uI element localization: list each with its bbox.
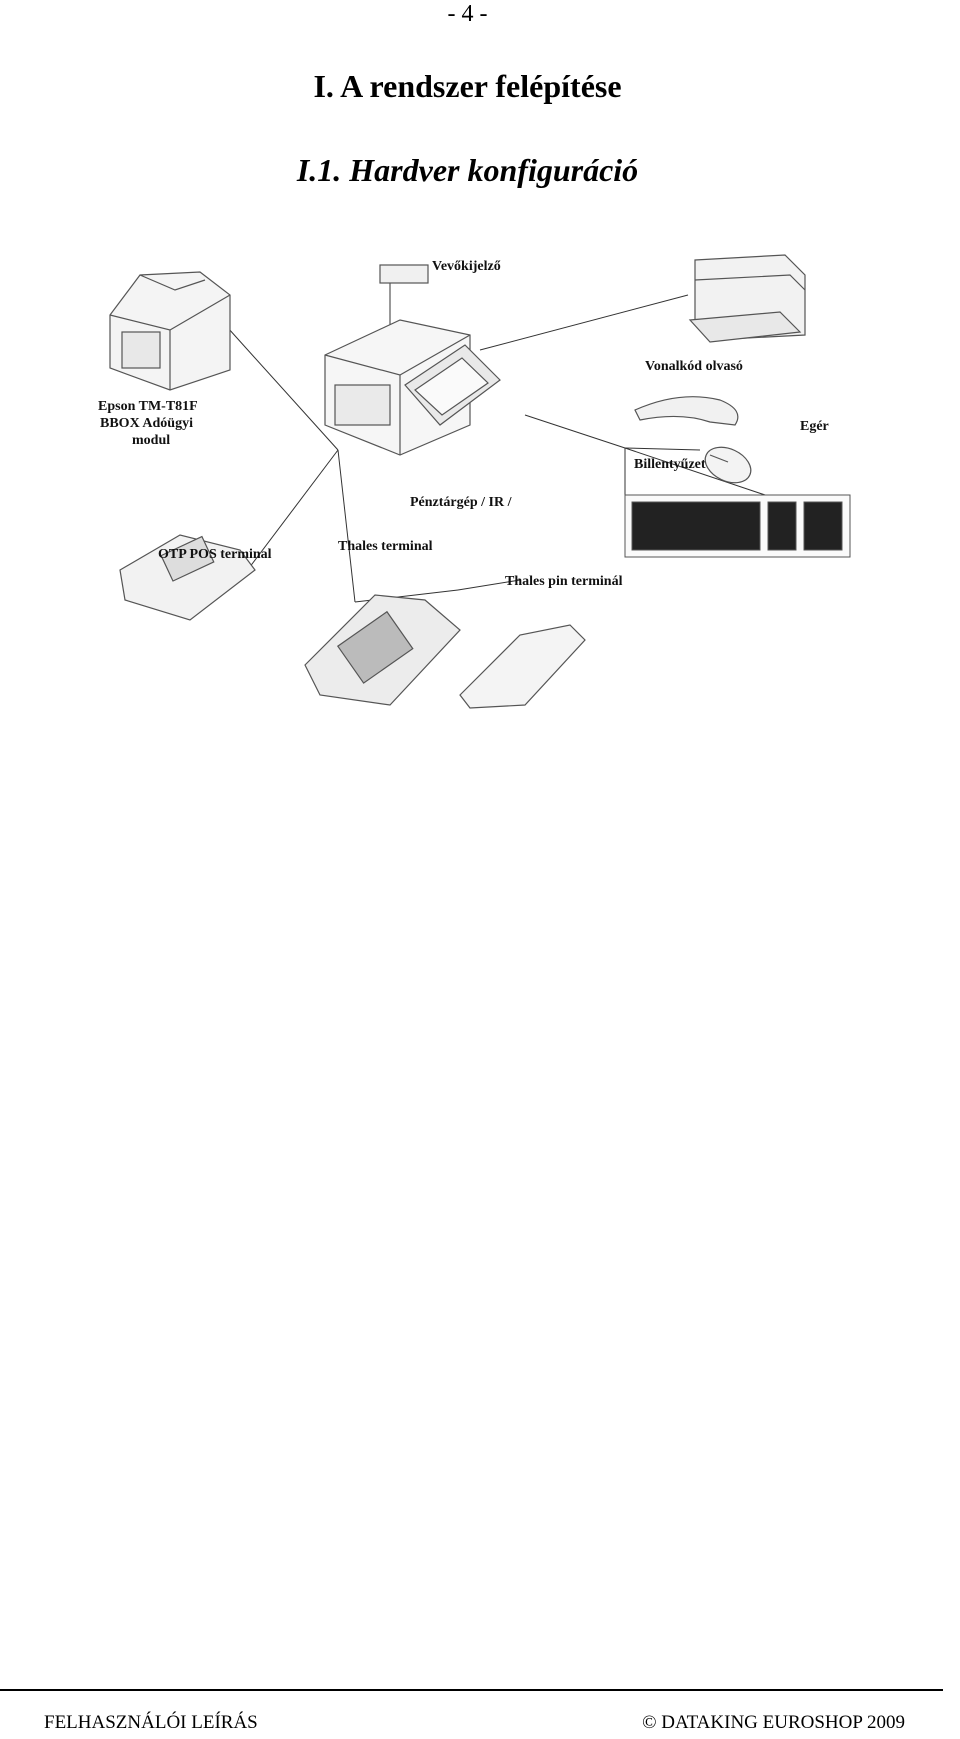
label-barcode-reader: Vonalkód olvasó bbox=[645, 359, 743, 374]
footer-rule bbox=[0, 1689, 943, 1691]
page-number: - 4 - bbox=[447, 1, 488, 27]
label-mouse: Egér bbox=[800, 419, 829, 434]
label-keyboard: Billentyűzet bbox=[634, 457, 706, 472]
label-epson-1: Epson TM-T81F bbox=[98, 399, 198, 414]
label-thales-terminal: Thales terminal bbox=[338, 539, 433, 554]
label-epson-3: modul bbox=[132, 433, 170, 448]
label-epson-2: BBOX Adóügyi bbox=[100, 416, 193, 431]
footer-right-text: © DATAKING EUROSHOP 2009 bbox=[642, 1712, 905, 1733]
connection-lines bbox=[227, 294, 781, 603]
footer-left-text: FELHASZNÁLÓI LEÍRÁS bbox=[44, 1712, 258, 1733]
cash-register-icon bbox=[324, 319, 501, 456]
hardware-diagram: Epson TM-T81F BBOX Adóügyi modul Vevőkij… bbox=[98, 254, 851, 709]
section-title: I.1. Hardver konfiguráció bbox=[296, 152, 639, 188]
customer-display-icon bbox=[379, 264, 429, 325]
label-otp-pos: OTP POS terminal bbox=[158, 547, 272, 562]
label-customer-display: Vevőkijelző bbox=[432, 259, 501, 274]
label-cash-register: Pénztárgép / IR / bbox=[410, 495, 513, 510]
chapter-title: I. A rendszer felépítése bbox=[313, 68, 622, 104]
thales-pin-terminal-icon bbox=[459, 624, 586, 709]
laser-printer-icon bbox=[688, 254, 806, 343]
thales-terminal-icon bbox=[304, 594, 461, 706]
keyboard-icon bbox=[624, 494, 851, 558]
label-thales-pin: Thales pin terminál bbox=[505, 574, 623, 589]
mouse-icon bbox=[704, 446, 752, 484]
receipt-printer-icon bbox=[109, 271, 231, 391]
otp-pos-terminal-icon bbox=[119, 534, 256, 621]
barcode-reader-icon bbox=[634, 396, 739, 426]
